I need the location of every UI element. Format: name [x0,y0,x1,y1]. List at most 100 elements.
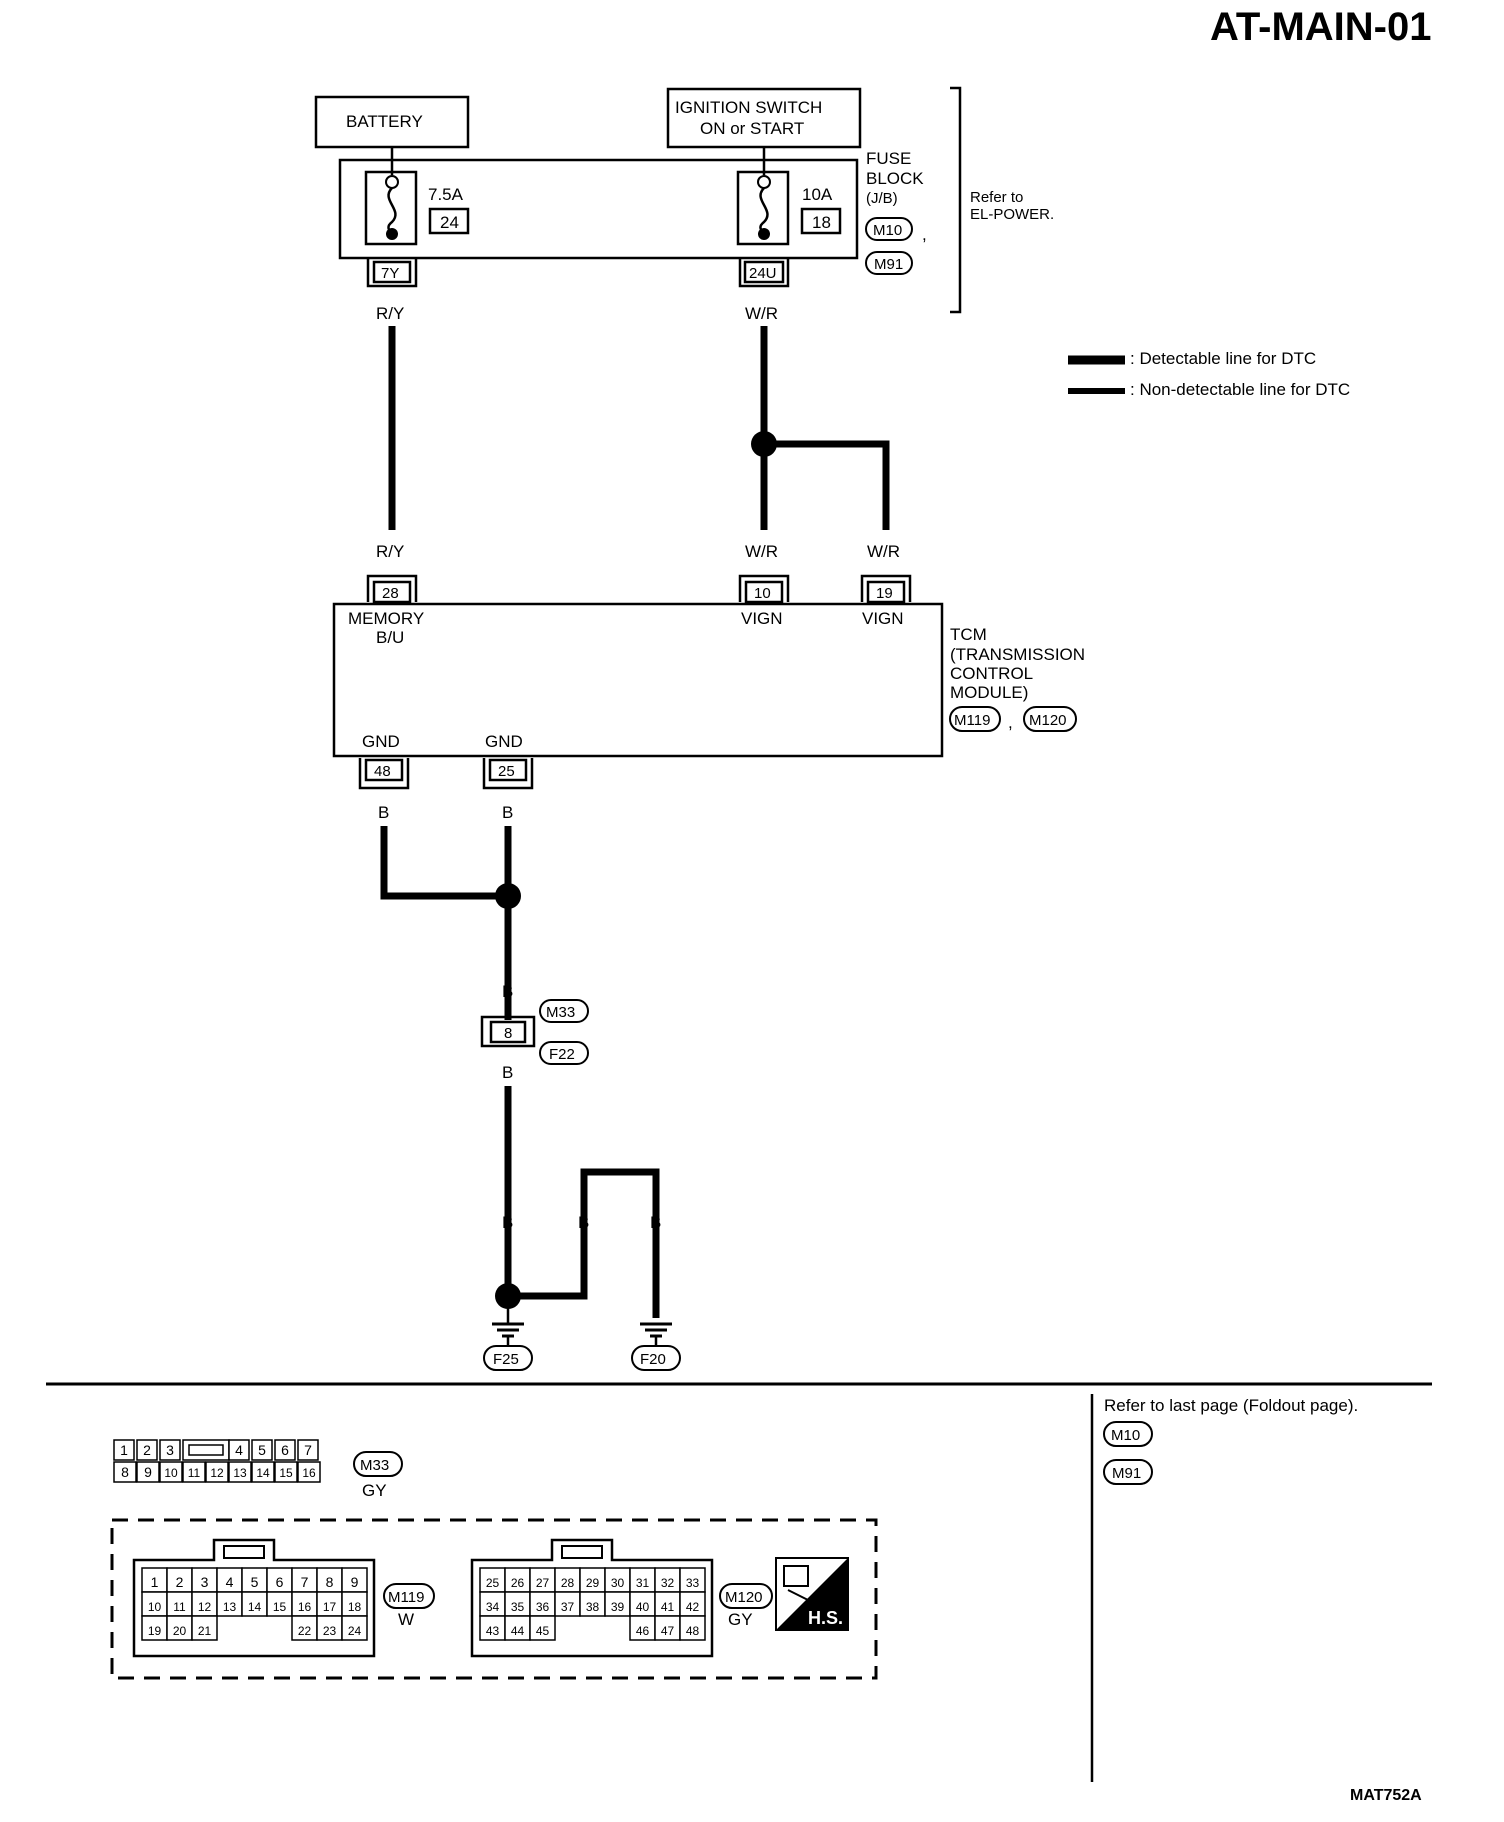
connector-m120-cell [629,1591,656,1617]
fuse-terminal-bottom [386,228,398,240]
connector-m33-cell [297,1439,319,1461]
tcm-pin-48-box [364,758,404,782]
connector-m33-pin-label: 10 [164,1466,178,1480]
connector-m119-pin-label: 21 [198,1624,212,1638]
fuse1-rating: 7.5A [428,185,464,204]
tcm-memory-label-1: MEMORY [348,609,424,628]
connector-m119-cell [191,1615,218,1641]
wire-label-b-4: B [502,1063,513,1082]
connector-m33-pin-label: 1 [120,1442,128,1458]
connector-m119-cell [141,1615,168,1641]
connector-m119-pin-label: 9 [351,1574,359,1590]
fuse-block-label-3: (J/B) [866,190,898,207]
connector-m119-pin-label: 8 [326,1574,334,1590]
tcm-name-2: (TRANSMISSION [950,645,1085,664]
tcm-pin-48-bracket [358,758,410,790]
connector-m119-pin-label: 23 [323,1624,337,1638]
page-title: AT-MAIN-01 [1210,5,1431,49]
connector-m33-cell [136,1461,160,1483]
connector-m120-cell [654,1615,681,1641]
tcm-pin-10: 10 [754,585,771,602]
connector-m33-cell [136,1439,158,1461]
terminal-7y [372,260,412,284]
connector-m120-pin-label: 45 [536,1624,550,1638]
battery-label: BATTERY [346,112,423,131]
connector-m119-pin-label: 15 [273,1600,287,1614]
ground-f20-badge [631,1345,681,1371]
connector-m120-cell [654,1567,681,1593]
tcm-memory-label-2: B/U [376,628,404,647]
wire-b-to-f20 [508,1168,660,1318]
connector-m33-cell [159,1439,181,1461]
terminal-24u-bracket [738,258,790,288]
connector-m33-pin-label: 8 [121,1464,129,1480]
refer-last-page: Refer to last page (Foldout page). [1104,1396,1358,1415]
tcm-name-1: TCM [950,625,987,644]
fuse-element-icon [387,187,397,235]
connector-m120-pin-label: 40 [636,1600,650,1614]
tcm-pin-10-box [744,580,784,604]
connector-m33-cell [205,1461,229,1483]
connector-m120-pin-label: 47 [661,1624,675,1638]
connector-m119-pin-label: 5 [251,1574,259,1590]
connector-m33-cell [113,1439,135,1461]
fuse-block-label-2: BLOCK [866,169,924,188]
connector-m120-pin-label: 31 [636,1576,650,1590]
m33-badge-label: M33 [360,1457,389,1474]
connector-m120-cell [479,1591,506,1617]
joint-pin: 8 [504,1025,512,1042]
fuse2-rating: 10A [802,185,833,204]
connector-m120-pin-label: 39 [611,1600,625,1614]
footer-connector-m91-badge [1103,1459,1153,1485]
connector-m120-pin-label: 28 [561,1576,575,1590]
tcm-pin-28-bracket [366,574,418,602]
tcm-name-4: MODULE) [950,683,1028,702]
connector-m120-pin-label: 48 [686,1624,700,1638]
connector-m33-pin-label: 5 [258,1442,266,1458]
connector-m33-cell [113,1461,137,1483]
tcm-pin-28: 28 [382,585,399,602]
connector-m119-cell [341,1615,368,1641]
wire-label-b-6: B [578,1213,589,1232]
connector-m33-pin-label: 14 [256,1466,270,1480]
connector-m119-cell [191,1591,218,1617]
fuse-block-label-1: FUSE [866,149,911,168]
connector-m33-key-icon [188,1444,224,1456]
connector-m119-pin-label: 3 [201,1574,209,1590]
tcm-pin-19-box [866,580,906,604]
connector-m120-pin-label: 46 [636,1624,650,1638]
tcm-pin-25-box [488,758,528,782]
fuse-10a [736,170,790,246]
connector-m119-pin-label: 2 [176,1574,184,1590]
connector-m119-cell [316,1567,343,1593]
refer-bracket [950,86,962,314]
tcm-connector-m119: M119 [954,712,990,729]
tcm-gnd-label-1: GND [362,732,400,751]
legend-non-detectable: : Non-detectable line for DTC [1130,380,1350,399]
tcm-vign-label-1: VIGN [741,609,783,628]
connector-m120-pin-label: 42 [686,1600,700,1614]
wire-label-b-7: B [650,1213,661,1232]
tcm-pin-10-bracket [738,574,790,602]
terminal-7y-label: 7Y [381,265,399,282]
connector-m119-cell [316,1615,343,1641]
connector-m33-cell [182,1461,206,1483]
connector-m119-cell [216,1591,243,1617]
connector-m120-pin-label: 30 [611,1576,625,1590]
joint-pin-box [489,1020,527,1044]
wire-label-b-1: B [378,803,389,822]
connector-m33-cell [297,1461,321,1483]
connector-m120-pin-label: 37 [561,1600,575,1614]
comma-separator-2: , [1008,713,1013,732]
connector-m33-cell [228,1439,250,1461]
connector-m120-cell [679,1567,706,1593]
connector-m119-pin-label: 24 [348,1624,362,1638]
connector-m119-pin-label: 19 [148,1624,162,1638]
connector-m120-cell [504,1591,531,1617]
connector-m33-cell [274,1439,296,1461]
connector-m119-lock-icon [223,1545,265,1559]
connector-m119-pin-label: 13 [223,1600,237,1614]
connector-m120-pin-label: 43 [486,1624,500,1638]
connector-m120-cell [679,1591,706,1617]
